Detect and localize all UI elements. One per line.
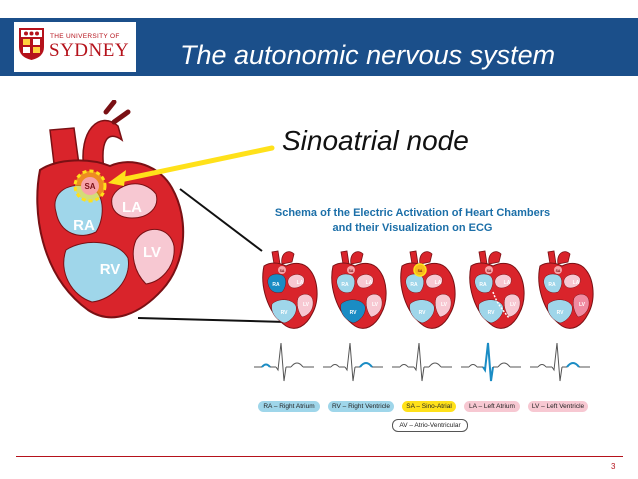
- footer-divider: [16, 456, 623, 457]
- mini-heart-1: SA LA RA LV RV: [262, 250, 318, 329]
- mini-label-ra: RA: [410, 282, 418, 288]
- ecg-trace-4: [461, 342, 521, 382]
- mini-label-ra: RA: [479, 282, 487, 288]
- mini-heart-5: SA LA RA LV RV: [538, 250, 594, 329]
- mini-label-rv: RV: [557, 310, 565, 316]
- mini-label-sa: SA: [418, 269, 423, 273]
- mini-label-la: LA: [573, 280, 580, 286]
- mini-label-lv: LV: [441, 302, 448, 308]
- schema-title: Schema of the Electric Activation of Hea…: [240, 206, 585, 236]
- mini-label-rv: RV: [419, 310, 427, 316]
- big-label-sa: SA: [84, 182, 95, 191]
- mini-heart-3: SA LA RA LV RV: [400, 250, 456, 329]
- legend-av: AV – Atrio-Ventricular: [392, 419, 468, 432]
- mini-heart-2: SA LA RA LV RV: [331, 250, 387, 329]
- slide-title: The autonomic nervous system: [180, 40, 556, 70]
- mini-label-sa: SA: [556, 269, 561, 273]
- ecg-trace-5: [530, 342, 590, 382]
- schema-title-line2: and their Visualization on ECG: [332, 222, 493, 234]
- mini-label-sa: SA: [349, 269, 354, 273]
- mini-label-la: LA: [504, 280, 511, 286]
- large-heart-diagram: SA LA RA LV RV: [36, 100, 185, 319]
- big-label-rv: RV: [100, 261, 121, 278]
- mini-label-lv: LV: [303, 302, 310, 308]
- header-bar: THE UNIVERSITY OF SYDNEY The autonomic n…: [0, 18, 638, 76]
- mini-label-sa: SA: [487, 269, 492, 273]
- mini-label-rv: RV: [488, 310, 496, 316]
- ecg-trace-1: [254, 342, 314, 382]
- mini-hearts-row: SA LA RA LV RV SA LA RA LV RV SA LA RA LV RV SA LA RA LV RV…: [262, 250, 594, 329]
- mini-heart-4: SA LA RA LV RV: [469, 250, 525, 329]
- mini-label-ra: RA: [272, 282, 280, 288]
- zoom-line-bottom: [137, 317, 287, 323]
- arrowhead-icon: [108, 170, 126, 186]
- mini-label-ra: RA: [341, 282, 349, 288]
- crest-icon: [19, 28, 44, 60]
- mini-label-la: LA: [366, 280, 373, 286]
- mini-label-la: LA: [297, 280, 304, 286]
- legend-sa: SA – Sino-Atrial: [402, 401, 456, 412]
- legend-rv: RV – Right Ventricle: [328, 401, 394, 412]
- sa-pointer-arrow: [117, 145, 275, 183]
- ecg-trace-3: [392, 342, 452, 382]
- zoom-line-top: [179, 188, 263, 252]
- mini-label-lv: LV: [579, 302, 586, 308]
- mini-label-la: LA: [435, 280, 442, 286]
- legend-lv: LV – Left Ventricle: [528, 401, 588, 412]
- sinoatrial-node-label: Sinoatrial node: [282, 125, 469, 156]
- university-logo: THE UNIVERSITY OF SYDNEY: [14, 22, 136, 72]
- legend-ra: RA – Right Atrium: [258, 401, 320, 412]
- mini-label-rv: RV: [350, 310, 358, 316]
- ecg-traces-row: [254, 342, 590, 382]
- big-label-la: LA: [122, 199, 142, 216]
- chamber-legend: RA – Right Atrium RV – Right Ventricle S…: [258, 401, 588, 441]
- page-number: 3: [611, 462, 616, 471]
- mini-label-sa: SA: [280, 269, 285, 273]
- ecg-trace-2: [323, 342, 383, 382]
- logo-wordmark: SYDNEY: [49, 40, 130, 61]
- big-label-ra: RA: [73, 217, 95, 234]
- mini-label-lv: LV: [372, 302, 379, 308]
- legend-la: LA – Left Atrium: [464, 401, 520, 412]
- mini-label-ra: RA: [548, 282, 556, 288]
- mini-label-rv: RV: [281, 310, 289, 316]
- big-label-lv: LV: [143, 244, 161, 261]
- logo-subtext: THE UNIVERSITY OF: [50, 33, 120, 40]
- schema-title-line1: Schema of the Electric Activation of Hea…: [274, 207, 551, 219]
- mini-label-lv: LV: [510, 302, 517, 308]
